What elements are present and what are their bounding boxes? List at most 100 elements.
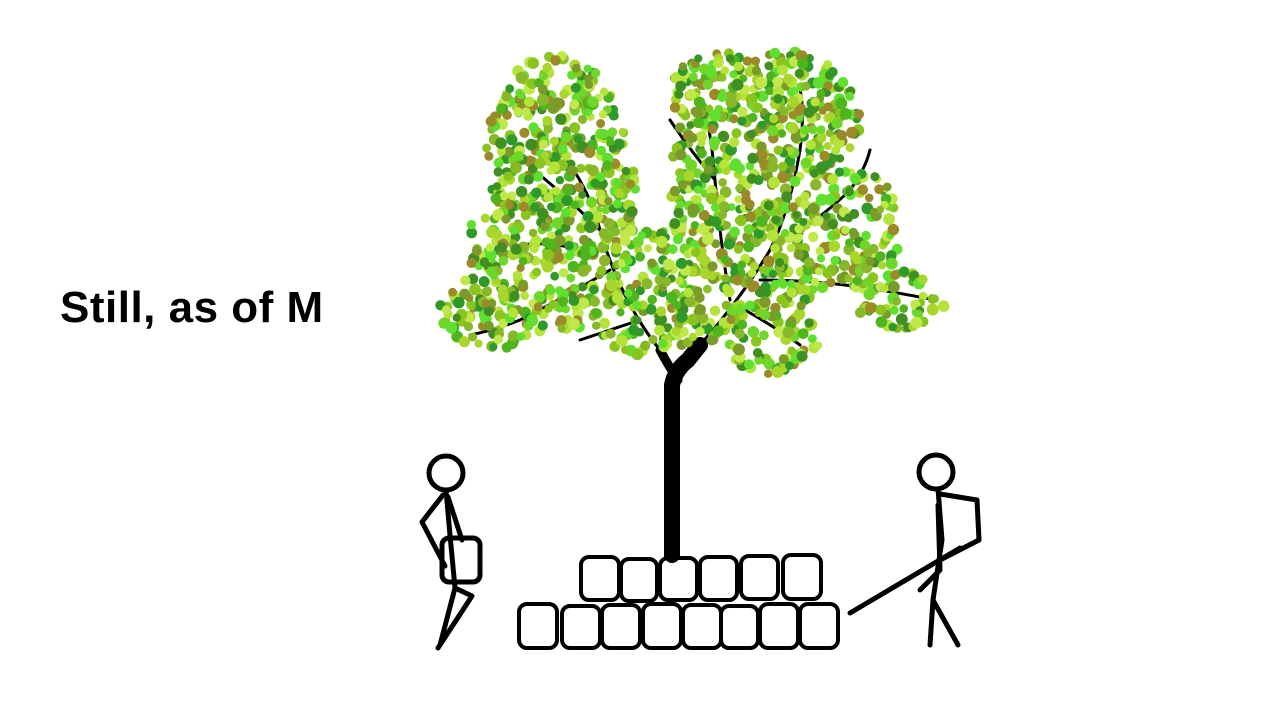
leaf-dot (773, 94, 783, 104)
slide-caption: Still, as of M (60, 283, 324, 332)
leaf-dot (764, 61, 774, 71)
leaf-dot (459, 288, 471, 300)
leaf-dot (699, 63, 710, 75)
leaf-dot (635, 251, 645, 262)
leaf-dot (827, 173, 839, 185)
leaf-dot (466, 257, 477, 269)
leaf-dot (751, 56, 761, 66)
leaf-dot (685, 159, 697, 172)
leaf-dot (753, 228, 764, 239)
leaf-dot (632, 279, 642, 289)
leaf-dot (787, 95, 800, 108)
leaf-dot (674, 89, 684, 99)
leaf-dot (883, 213, 895, 226)
leaf-dot (800, 157, 812, 169)
leaf-dot (737, 116, 747, 126)
leaf-dot (537, 320, 548, 331)
leaf-dot (490, 193, 501, 204)
leaf-dot (865, 256, 875, 266)
leaf-dot (720, 254, 730, 264)
leaf-dot (725, 96, 738, 109)
leaf-dot (484, 151, 494, 161)
leaf-dot (917, 274, 928, 285)
leaf-dot (683, 170, 695, 182)
leaf-dot (530, 235, 542, 246)
leaf-dot (551, 97, 564, 110)
leaf-dot (794, 68, 805, 79)
leaf-dot (497, 284, 508, 295)
leaf-dot (492, 182, 501, 191)
leaf-dot (743, 359, 755, 370)
leaf-dot (518, 256, 528, 266)
leaf-dot (605, 279, 618, 292)
leaf-dot (591, 308, 601, 318)
leaf-dot (508, 307, 519, 318)
leaf-dot (697, 223, 710, 235)
leaf-dot (640, 340, 651, 351)
leaf-dot (615, 335, 628, 347)
leaf-dot (722, 220, 732, 230)
leaf-dot (533, 302, 543, 312)
leaf-dot (778, 354, 789, 364)
leaf-dot (756, 215, 768, 228)
leaf-dot (599, 87, 609, 96)
leaf-dot (694, 54, 703, 63)
leaf-dot (718, 201, 730, 212)
leaf-dot (602, 232, 613, 243)
leaf-dot (773, 145, 783, 155)
leaf-dot (718, 210, 727, 220)
leaf-dot (699, 172, 711, 184)
leaf-dot (495, 137, 507, 149)
leaf-dot (448, 287, 457, 297)
leaf-dot (777, 129, 787, 138)
leaf-dot (673, 207, 684, 219)
leaf-dot (587, 164, 599, 177)
leaf-dot (631, 348, 644, 361)
leaf-dot (510, 243, 522, 255)
leaf-dot (731, 78, 744, 91)
leaf-dot (844, 213, 854, 223)
leaf-dot (728, 161, 739, 171)
leaf-dot (597, 243, 608, 253)
leaf-dot (584, 146, 596, 158)
leaf-dot (501, 342, 512, 353)
leaf-dot (571, 63, 581, 73)
leaf-dot (671, 327, 681, 336)
leaf-dot (723, 238, 735, 250)
leaf-dot (712, 325, 724, 337)
leaf-dot (735, 214, 747, 227)
leaf-dot (612, 178, 622, 188)
leaf-dot (656, 228, 667, 239)
leaf-dot (805, 139, 816, 150)
leaf-dot (831, 117, 843, 129)
leaf-dot (533, 291, 546, 303)
leaf-dot (550, 271, 560, 281)
leaf-dot (585, 196, 597, 208)
leaf-dot (489, 342, 498, 352)
leaf-dot (540, 221, 550, 232)
leaf-dot (726, 315, 736, 324)
leaf-dot (669, 218, 681, 229)
leaf-dot (541, 237, 552, 248)
leaf-dot (600, 129, 610, 139)
leaf-dot (705, 104, 714, 114)
leaf-dot (543, 123, 553, 134)
leaf-dot (722, 283, 731, 293)
leaf-dot (614, 188, 625, 199)
leaf-dot (598, 110, 608, 119)
leaf-dot (781, 191, 793, 203)
leaf-dot (749, 280, 760, 291)
leaf-dot (890, 270, 901, 280)
leaf-dot (567, 165, 578, 177)
leaf-dot (691, 247, 701, 258)
leaf-dot (551, 186, 561, 196)
leaf-dot (816, 254, 826, 263)
leaf-dot (786, 243, 796, 253)
leaf-dot (610, 242, 622, 255)
leaf-dot (728, 137, 740, 148)
leaf-dot (719, 186, 732, 198)
leaf-dot (557, 324, 566, 333)
leaf-dot (458, 336, 470, 348)
leaf-dot (825, 129, 834, 138)
